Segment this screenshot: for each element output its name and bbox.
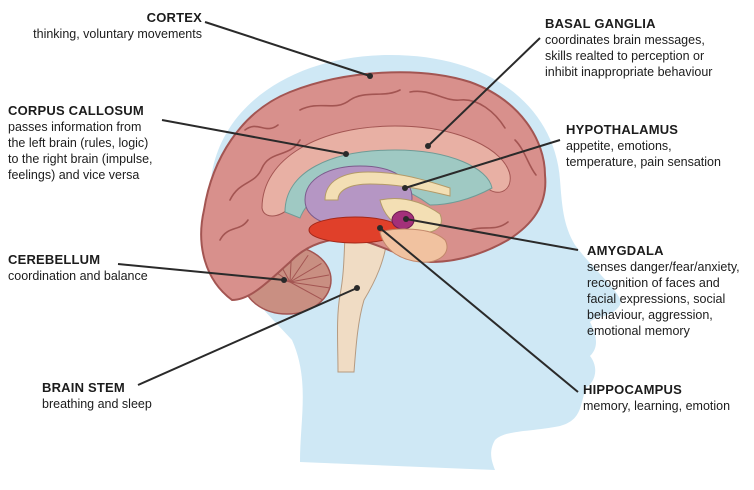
leader-dot-hippocampus <box>377 225 383 231</box>
cortex-title: CORTEX <box>10 10 202 26</box>
corpus-callosum-description: passes information from the left brain (… <box>8 119 183 183</box>
brain-stem-title: BRAIN STEM <box>42 380 192 396</box>
label-basal-ganglia: BASAL GANGLIA coordinates brain messages… <box>545 16 750 80</box>
cerebellum-description: coordination and balance <box>8 268 188 284</box>
amygdala-title: AMYGDALA <box>587 243 752 259</box>
leader-dot-corpus-callosum <box>343 151 349 157</box>
basal-ganglia-title: BASAL GANGLIA <box>545 16 750 32</box>
cerebellum-title: CEREBELLUM <box>8 252 188 268</box>
corpus-callosum-title: CORPUS CALLOSUM <box>8 103 183 119</box>
leader-dot-hypothalamus <box>402 185 408 191</box>
label-cortex: CORTEX thinking, voluntary movements <box>10 10 202 42</box>
leader-dot-brain-stem <box>354 285 360 291</box>
label-corpus-callosum: CORPUS CALLOSUM passes information from … <box>8 103 183 183</box>
label-cerebellum: CEREBELLUM coordination and balance <box>8 252 188 284</box>
leader-dot-amygdala <box>403 216 409 222</box>
label-amygdala: AMYGDALA senses danger/fear/anxiety, rec… <box>587 243 752 339</box>
amygdala-description: senses danger/fear/anxiety, recognition … <box>587 259 752 339</box>
leader-dot-cortex <box>367 73 373 79</box>
leader-cortex <box>205 22 370 76</box>
label-hypothalamus: HYPOTHALAMUS appetite, emotions, tempera… <box>566 122 751 170</box>
label-hippocampus: HIPPOCAMPUS memory, learning, emotion <box>583 382 751 414</box>
leader-dot-cerebellum <box>281 277 287 283</box>
label-brain-stem: BRAIN STEM breathing and sleep <box>42 380 192 412</box>
hippocampus-description: memory, learning, emotion <box>583 398 751 414</box>
cortex-description: thinking, voluntary movements <box>10 26 202 42</box>
brain-stem-description: breathing and sleep <box>42 396 192 412</box>
hypothalamus-description: appetite, emotions, temperature, pain se… <box>566 138 751 170</box>
hippocampus-title: HIPPOCAMPUS <box>583 382 751 398</box>
hypothalamus-title: HYPOTHALAMUS <box>566 122 751 138</box>
basal-ganglia-description: coordinates brain messages, skills realt… <box>545 32 750 80</box>
leader-dot-basal-ganglia <box>425 143 431 149</box>
